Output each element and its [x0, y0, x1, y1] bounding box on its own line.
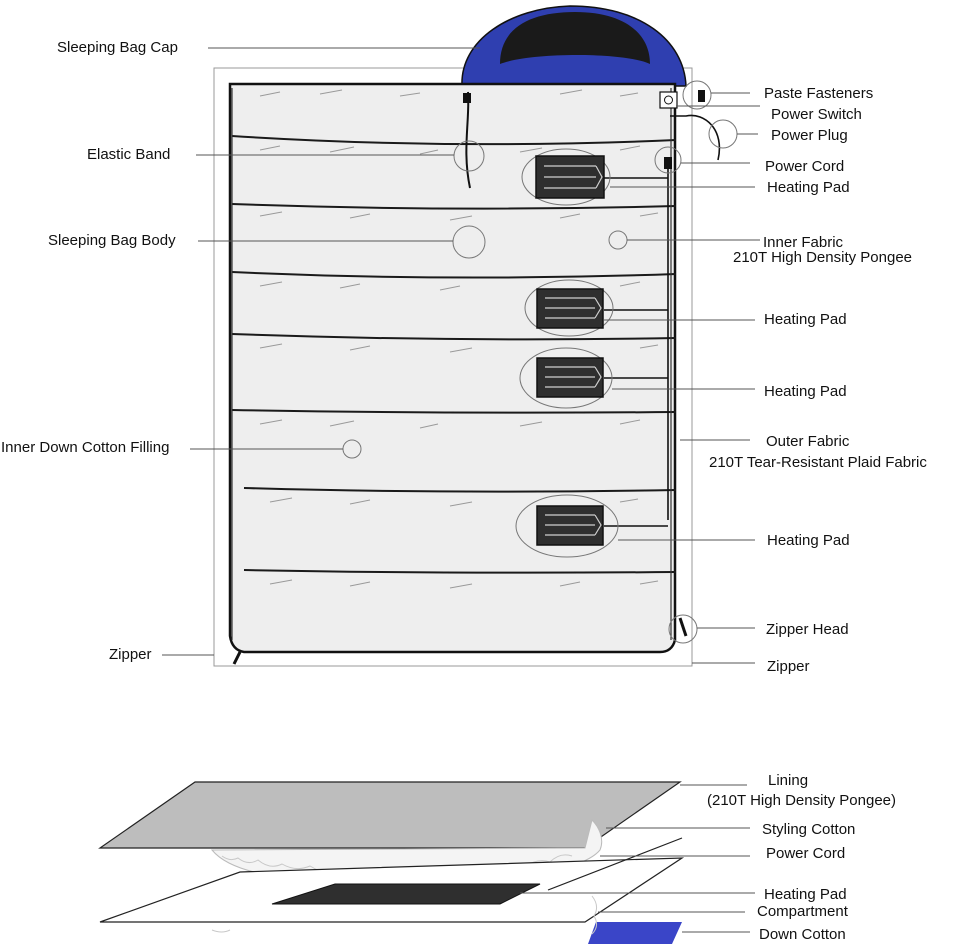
label-zipper-head: Zipper Head — [766, 621, 849, 638]
cord-line — [547, 837, 683, 891]
sleeping-bag — [213, 5, 738, 667]
label-zipper-left: Zipper — [109, 646, 152, 663]
quilt-seam — [243, 487, 677, 493]
zipper-pull-left — [232, 651, 242, 665]
heating-pad-graphic-1 — [521, 148, 611, 206]
layer-labels: Lining (210T High Density Pongee) Stylin… — [707, 772, 896, 943]
zipper-head-graphic — [678, 617, 688, 637]
power-switch — [659, 91, 678, 109]
callout-bag-body — [452, 225, 486, 259]
label-sleeping-bag-cap: Sleeping Bag Cap — [57, 39, 178, 56]
down-cotton-layer — [588, 922, 682, 944]
heating-pad-layer — [271, 883, 541, 905]
label-inner-filling: Inner Down Cotton Filling — [1, 439, 169, 456]
labels: Sleeping Bag Cap Elastic Band Sleeping B… — [1, 39, 927, 675]
label-zipper-right: Zipper — [767, 658, 810, 675]
leader-lines — [162, 47, 760, 664]
quilt-seam — [231, 409, 677, 414]
power-plug — [664, 157, 672, 169]
label-heating-pad-1: Heating Pad — [767, 179, 850, 196]
heating-wire — [604, 168, 669, 527]
label-layer-heating-pad: Heating Pad — [764, 886, 847, 903]
label-layer-power-cord: Power Cord — [766, 845, 845, 862]
label-lining: Lining — [768, 772, 808, 789]
callout-zipper-head — [668, 614, 698, 644]
quilt-seam — [231, 203, 677, 210]
heating-pad-graphic-4 — [515, 494, 619, 558]
label-power-cord: Power Cord — [765, 158, 844, 175]
quilt-seam — [243, 569, 677, 574]
label-inner-fabric-sub: 210T High Density Pongee — [733, 249, 912, 266]
callout-fasteners — [682, 80, 712, 110]
drawstring-toggle — [463, 93, 471, 103]
paste-fastener — [698, 90, 705, 102]
label-power-plug: Power Plug — [771, 127, 848, 144]
callout-elastic-band — [453, 140, 485, 172]
label-elastic-band: Elastic Band — [87, 146, 170, 163]
quilt-seam — [231, 333, 677, 341]
label-power-switch: Power Switch — [771, 106, 862, 123]
label-down-cotton: Down Cotton — [759, 926, 846, 943]
power-cord-graphic — [670, 114, 721, 161]
label-lining-sub: (210T High Density Pongee) — [707, 792, 896, 809]
label-compartment: Compartment — [757, 903, 849, 920]
label-outer-fabric: Outer Fabric — [766, 433, 850, 450]
callout-power-cord — [654, 146, 682, 174]
heating-pad-graphic-3 — [519, 347, 613, 409]
callout-power-plug — [708, 119, 738, 149]
down-fluff-detail — [211, 895, 598, 935]
layer-cross-section — [98, 781, 685, 944]
bag-back-panel — [213, 67, 693, 667]
label-inner-fabric: Inner Fabric — [763, 234, 844, 251]
label-heating-pad-4: Heating Pad — [767, 532, 850, 549]
label-styling-cotton: Styling Cotton — [762, 821, 855, 838]
layer-leader-lines — [520, 784, 755, 933]
label-heating-pad-3: Heating Pad — [764, 383, 847, 400]
quilt-seam — [231, 271, 677, 279]
label-heating-pad-2: Heating Pad — [764, 311, 847, 328]
label-paste-fasteners: Paste Fasteners — [764, 85, 873, 102]
quilt-seam — [231, 135, 677, 146]
down-texture — [259, 89, 659, 589]
label-outer-fabric-sub: 210T Tear-Resistant Plaid Fabric — [709, 454, 927, 471]
label-sleeping-bag-body: Sleeping Bag Body — [48, 232, 176, 249]
sleeping-bag-cap-opening — [500, 12, 650, 64]
heating-pad-graphic-2 — [524, 279, 614, 337]
